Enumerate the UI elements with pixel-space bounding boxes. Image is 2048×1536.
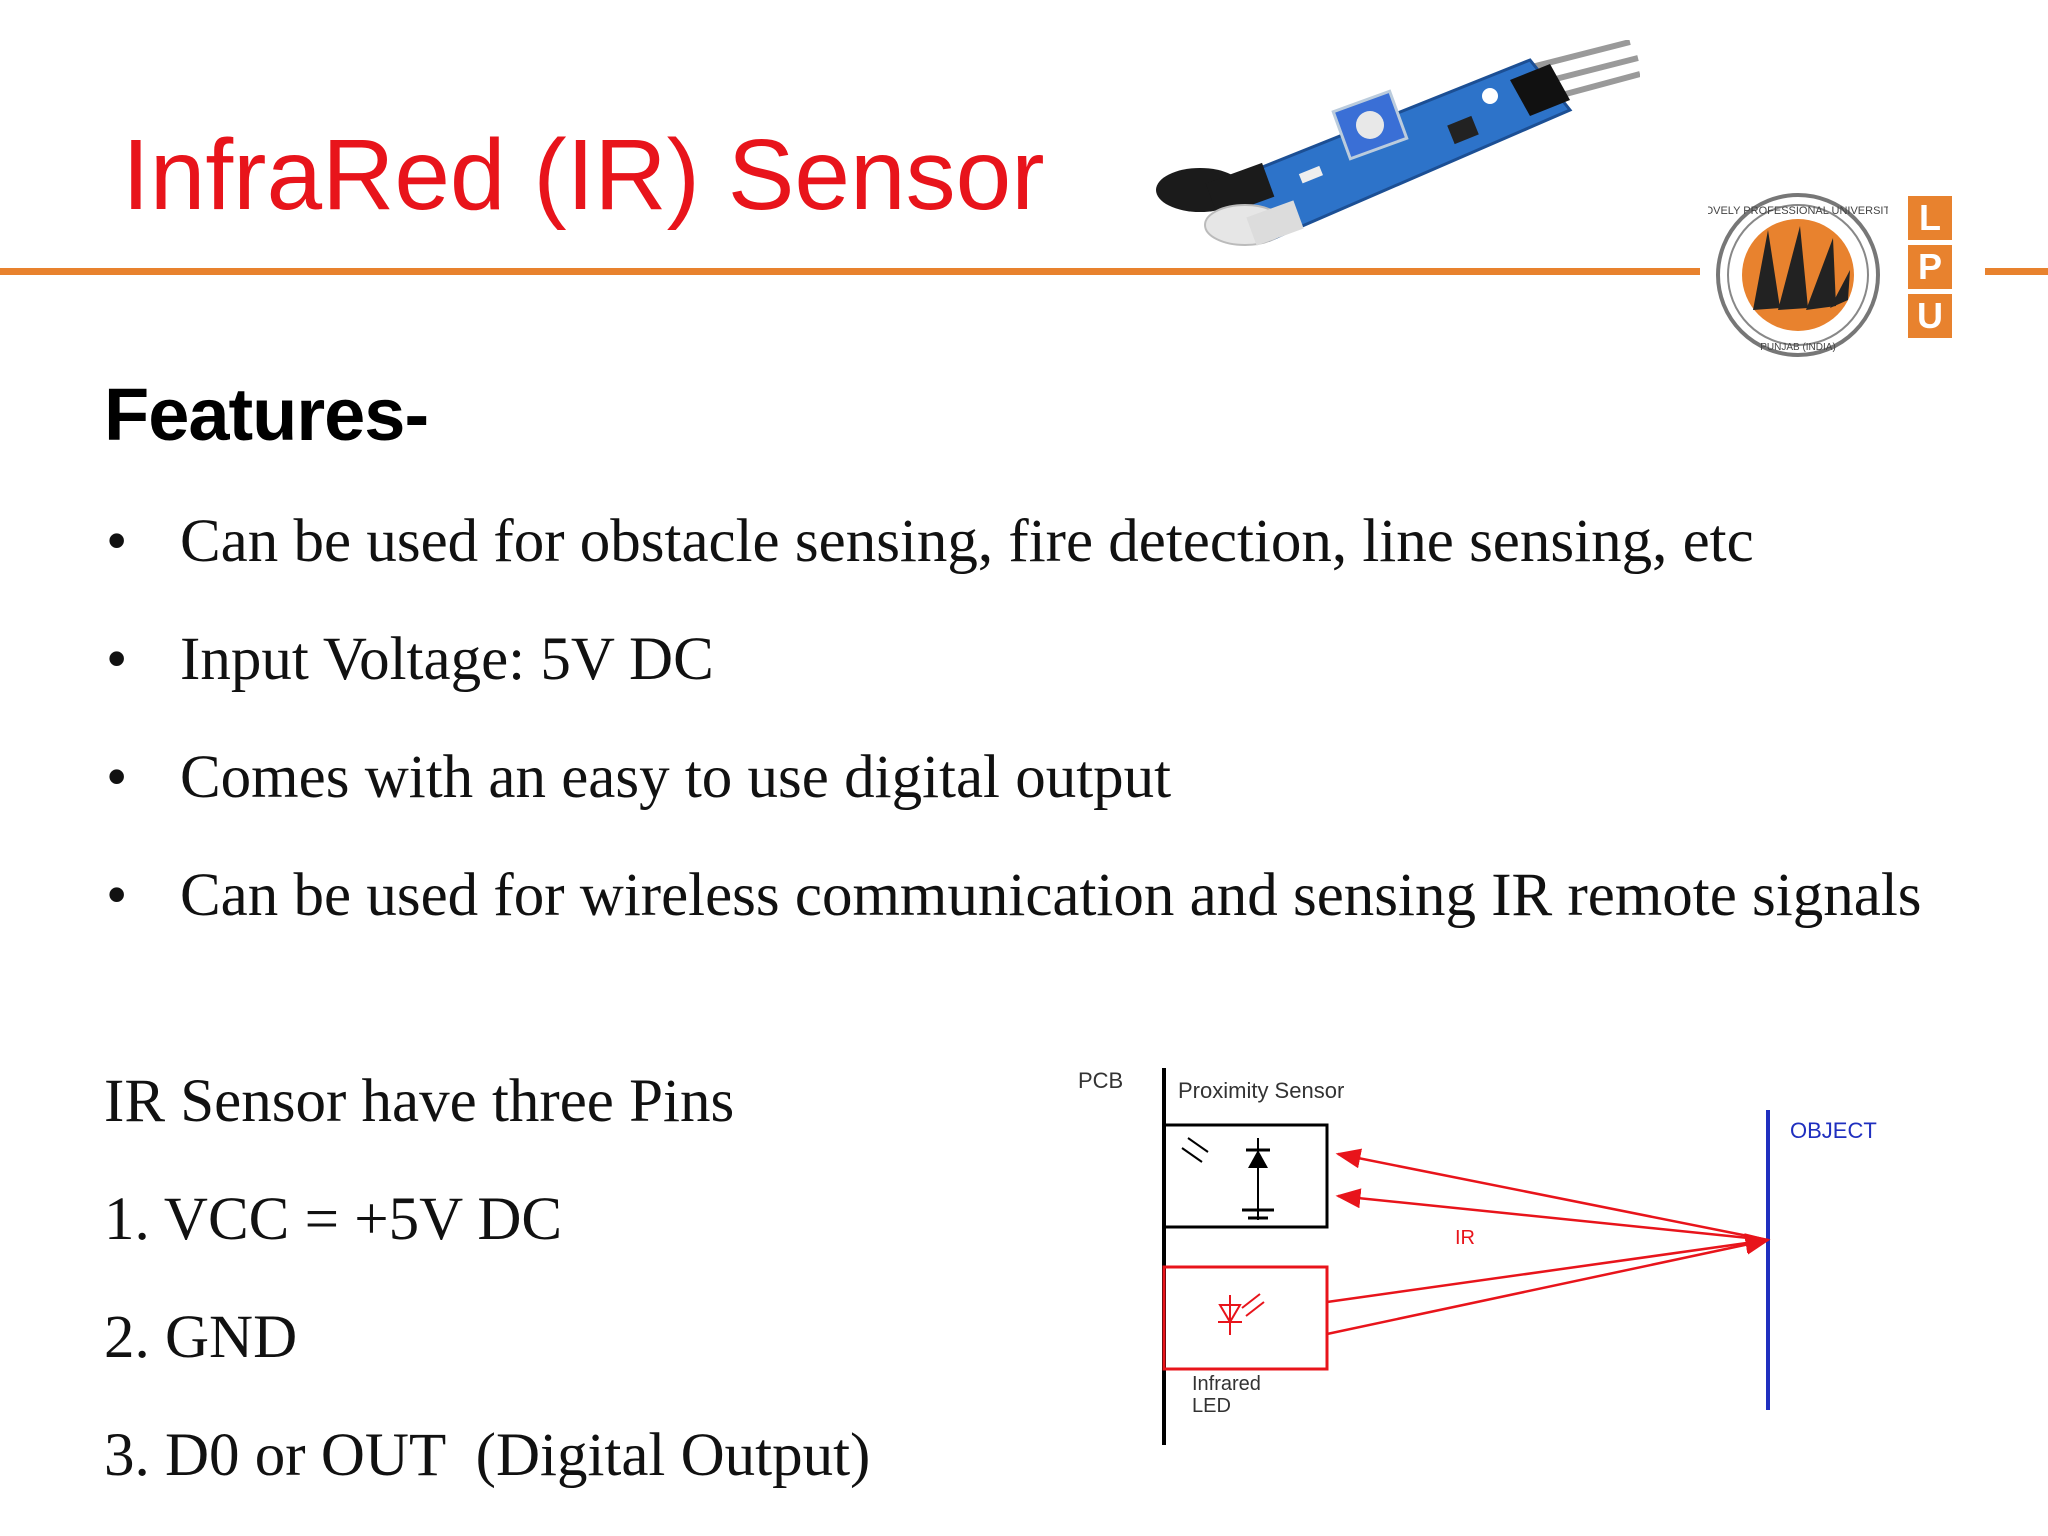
lpu-letter-u: U [1908,294,1952,338]
ir-sensor-module-image [1156,40,1640,246]
bullet: • [106,862,128,929]
photodiode-box [1162,1123,1329,1229]
ir-ray-out-1 [1326,1233,1771,1304]
seal-bottom-text: PUNJAB (INDIA) [1760,342,1836,353]
feature-item: • Can be used for wireless communication … [104,856,1980,936]
photodiode-icon [1181,1137,1274,1220]
pins-intro: IR Sensor have three Pins [104,1068,735,1135]
pin-item-out: 3. D0 or OUT (Digital Output) [104,1422,871,1489]
ir-ray-back-2 [1335,1188,1769,1242]
pins-list: IR Sensor have three Pins 1. VCC = +5V D… [104,1062,870,1534]
features-heading: Features- [104,373,429,456]
bullet: • [106,744,128,811]
pin-item-gnd: 2. GND [104,1304,298,1371]
bullet: • [106,508,128,575]
pin-item-vcc: 1. VCC = +5V DC [104,1186,563,1253]
feature-text: Input Voltage: 5V DC [180,626,714,693]
seal-text: LOVELY PROFESSIONAL UNIVERSITY [1708,205,1888,217]
proximity-sensor-diagram: PCB Proximity Sensor Infrared LED OBJECT… [1078,1068,1877,1445]
header-divider-left [0,268,1700,275]
bullet: • [106,626,128,693]
lpu-letters: L P U [1908,196,1952,343]
slide-title: InfraRed (IR) Sensor [122,119,1045,231]
lpu-letter-l: L [1908,196,1952,240]
led-label-1: Infrared [1192,1373,1261,1395]
ir-led-box [1162,1265,1329,1371]
led-label-2: LED [1192,1395,1231,1417]
feature-text: Can be used for wireless communication a… [180,862,1922,929]
feature-item: • Input Voltage: 5V DC [104,620,2004,700]
feature-text: Comes with an easy to use digital output [180,744,1172,811]
ir-ray-back-1 [1335,1148,1769,1242]
lpu-letter-p: P [1908,245,1952,289]
ir-led-icon [1218,1293,1265,1335]
ir-label: IR [1455,1227,1475,1249]
feature-text: Can be used for obstacle sensing, fire d… [180,508,1754,575]
feature-item: • Comes with an easy to use digital outpu… [104,738,2004,818]
pcb-label: PCB [1078,1068,1123,1093]
features-list: • Can be used for obstacle sensing, fire … [104,502,2004,974]
proximity-sensor-label: Proximity Sensor [1178,1078,1344,1103]
ir-ray-out-2 [1326,1234,1771,1336]
object-label: OBJECT [1790,1118,1877,1143]
lpu-seal-icon: LOVELY PROFESSIONAL UNIVERSITY PUNJAB (I… [1708,193,1888,357]
feature-item: • Can be used for obstacle sensing, fire … [104,502,2004,582]
header-divider-right [1985,268,2048,275]
